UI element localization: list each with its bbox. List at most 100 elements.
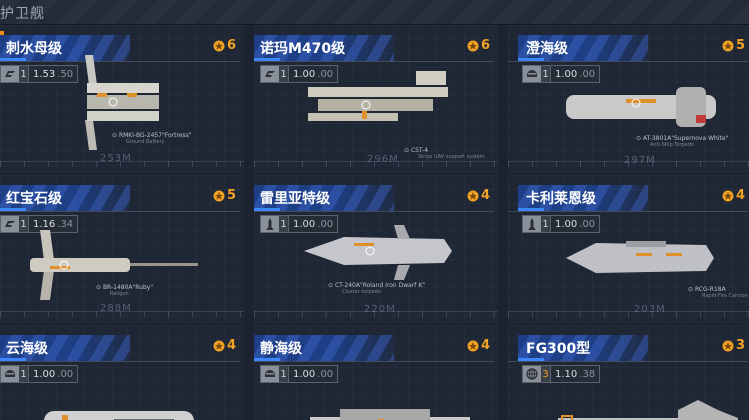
name-banner [518, 35, 648, 61]
ship-name: 雷里亚特级 [260, 191, 330, 207]
level: 1 [19, 216, 29, 232]
divider [0, 361, 240, 362]
value-decimal: .00 [579, 68, 596, 80]
ship-card[interactable]: 红宝石级 1 1.16.34 5 ⊙ BR-1480A"Ruby"Railgun… [0, 175, 244, 323]
value-main: 1.10 [555, 368, 578, 380]
name-banner [0, 335, 130, 361]
name-banner [254, 185, 394, 211]
value-main: 1.00 [293, 368, 316, 380]
level: 1 [279, 366, 289, 382]
value-main: 1.00 [293, 68, 316, 80]
ship-card[interactable]: 雷里亚特级 1 1.00.00 4 ⊙ CT-240A"Roland Iron … [254, 175, 498, 323]
helmet-icon [261, 366, 279, 382]
stats-box: 1 1.00.00 [260, 365, 339, 383]
divider [0, 61, 240, 62]
ship-name: FG300型 [526, 341, 591, 357]
rank-value: 6 [226, 38, 236, 53]
ship-length: 297M [624, 155, 656, 166]
level: 1 [279, 66, 289, 82]
rank-badge: 6 [213, 38, 236, 53]
name-banner [0, 185, 130, 211]
ship-name: 红宝石级 [6, 191, 62, 207]
helmet-icon [523, 66, 541, 82]
ship-image [558, 400, 738, 420]
value-decimal: .00 [579, 218, 596, 230]
ship-length: 253M [100, 153, 132, 164]
value: 1.00.00 [29, 366, 78, 382]
value-decimal: .00 [317, 68, 334, 80]
rank-value: 4 [226, 338, 236, 353]
weapon-type: Strips UAV support system [418, 154, 485, 160]
weapon-name: BR-1480A"Ruby" [102, 284, 154, 291]
ruler [0, 311, 244, 317]
divider [0, 211, 240, 212]
top-bar: 护卫舰 [0, 0, 749, 25]
level: 1 [541, 66, 551, 82]
rank-emblem-icon [213, 40, 225, 51]
weapon-label: ⊙ BR-1480A"Ruby"Railgun [96, 284, 154, 297]
stats-box: 1 1.00.00 [522, 215, 601, 233]
ship-image [308, 71, 448, 121]
rank-emblem-icon [213, 340, 225, 351]
level: 1 [19, 366, 29, 382]
ship-card[interactable]: 澄海级 1 1.00.00 5 ⊙ AT-3801A"Supernova Whi… [508, 25, 749, 173]
value: 1.00.00 [289, 366, 338, 382]
stats-box: 3 1.10.38 [522, 365, 601, 383]
page-title: 护卫舰 [0, 6, 45, 22]
weapon-name: CST-4 [410, 147, 429, 154]
fighter-icon [1, 66, 19, 82]
weapon-label: ⊙ CT-240A"Roland Iron Dwarf K"Cluster to… [328, 282, 426, 295]
rank-badge: 4 [467, 338, 490, 353]
weapon-name: RMKI-BG-2457"Fortress" [118, 132, 192, 139]
ruler [254, 311, 498, 317]
rank-emblem-icon [722, 40, 734, 51]
divider [254, 361, 494, 362]
level: 1 [541, 216, 551, 232]
helmet-icon [1, 366, 19, 382]
ship-name: 刺水母级 [6, 41, 62, 57]
level: 1 [19, 66, 29, 82]
name-banner [254, 335, 394, 361]
ship-card[interactable]: 刺水母级 1 1.53.50 6 ⊙ RMKI-BG-2457"Fortress… [0, 25, 244, 173]
value: 1.00.00 [551, 66, 600, 82]
ship-image [304, 225, 452, 280]
fighter-icon [261, 66, 279, 82]
ship-name: 诺玛M470级 [260, 41, 346, 57]
rank-badge: 4 [722, 188, 745, 203]
ship-name: 静海级 [260, 341, 302, 357]
rank-emblem-icon [467, 40, 479, 51]
weapon-type: Anti-Ship Torpedo [650, 142, 695, 148]
rank-badge: 4 [213, 338, 236, 353]
divider [254, 211, 494, 212]
stats-box: 1 1.00.00 [0, 365, 79, 383]
value-decimal: .38 [579, 368, 596, 380]
value-main: 1.00 [555, 218, 578, 230]
ship-card[interactable]: FG300型 3 1.10.38 3 [508, 325, 749, 420]
divider [508, 61, 748, 62]
ship-name: 云海级 [6, 341, 48, 357]
ship-image [85, 55, 159, 150]
rank-emblem-icon [722, 190, 734, 201]
rank-value: 6 [480, 38, 490, 53]
rank-value: 3 [735, 338, 745, 353]
ship-image [566, 241, 714, 273]
stats-box: 1 1.00.00 [260, 65, 339, 83]
stats-box: 1 1.00.00 [522, 65, 601, 83]
ship-card[interactable]: 静海级 1 1.00.00 4 [254, 325, 498, 420]
divider [508, 361, 748, 362]
name-banner [0, 35, 130, 61]
level: 1 [279, 216, 289, 232]
name-banner [518, 335, 648, 361]
rank-emblem-icon [467, 340, 479, 351]
value-decimal: .00 [317, 218, 334, 230]
name-banner [518, 185, 648, 211]
globe-icon [523, 366, 541, 382]
ship-length: 288M [100, 303, 132, 314]
ship-image [310, 409, 470, 420]
rank-badge: 6 [467, 38, 490, 53]
rank-badge: 4 [467, 188, 490, 203]
ship-card[interactable]: 云海级 1 1.00.00 4 [0, 325, 244, 420]
